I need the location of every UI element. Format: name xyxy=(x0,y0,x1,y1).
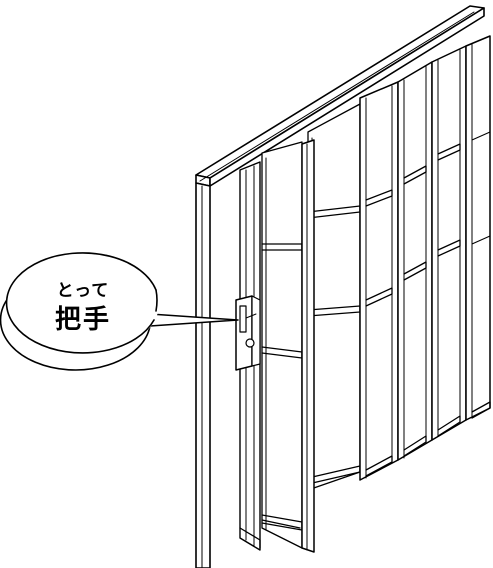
top-rail xyxy=(195,5,485,187)
lead-stile xyxy=(301,139,315,553)
callout-bubble xyxy=(0,252,239,371)
folding-panels xyxy=(359,35,491,481)
bottom-rails xyxy=(239,519,301,549)
handle xyxy=(235,295,261,371)
